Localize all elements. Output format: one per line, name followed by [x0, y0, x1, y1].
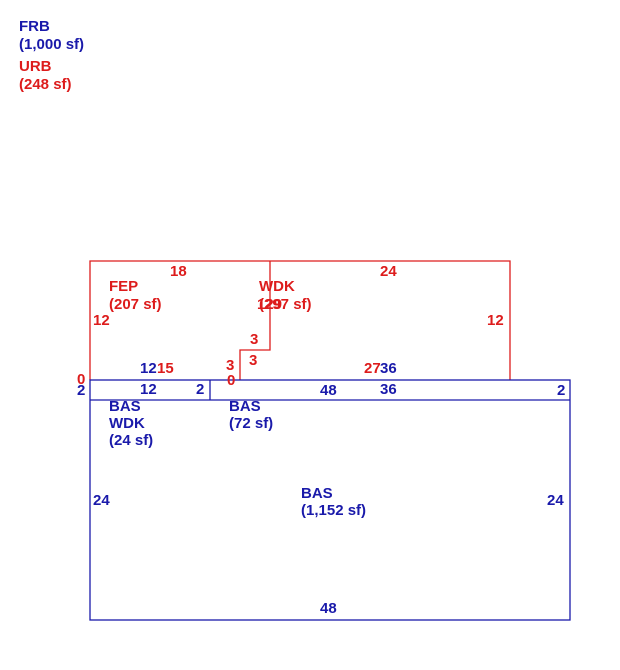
dim-zero-mid: 0	[227, 372, 235, 389]
bas-small-area: (72 sf)	[229, 415, 273, 432]
dim-left-24: 24	[93, 492, 110, 509]
legend-urb-area: (248 sf)	[19, 76, 72, 93]
dim-wdk-top: 24	[380, 263, 397, 280]
dim-strip-36: 36	[380, 381, 397, 398]
dim-right-24: 24	[547, 492, 564, 509]
fep-area: (207 sf)	[109, 296, 162, 313]
legend-urb-code: URB	[19, 58, 52, 75]
dim-wdk-right: 12	[487, 312, 504, 329]
dim-step-right: 3	[249, 352, 257, 369]
dim-strip-12: 12	[140, 381, 157, 398]
bas-wdk-code: BAS	[109, 398, 141, 415]
bas-wdk-code2: WDK	[109, 415, 145, 432]
bas-main-code: BAS	[301, 485, 333, 502]
dim-wdk-bottom: 27	[364, 360, 381, 377]
dim-right-2: 2	[557, 382, 565, 399]
bas-wdk-area: (24 sf)	[109, 432, 153, 449]
dim-fep-bottom: 15	[157, 360, 174, 377]
wdk-code: WDK	[259, 278, 295, 295]
bas-main-area: (1,152 sf)	[301, 502, 366, 519]
dim-top-12: 12	[140, 360, 157, 377]
dim-fep-top: 18	[170, 263, 187, 280]
bas-main-outline	[89, 379, 571, 621]
wdk-overlap-dimension: 129	[257, 296, 282, 313]
dim-bottom-48: 48	[320, 600, 337, 617]
legend-frb-code: FRB	[19, 18, 50, 35]
fep-code: FEP	[109, 278, 138, 295]
porch-deck-outline	[89, 260, 511, 380]
legend-frb-area: (1,000 sf)	[19, 36, 84, 53]
dim-strip-2: 2	[196, 381, 204, 398]
dim-step-left: 3	[226, 357, 234, 374]
dim-top-48: 48	[320, 382, 337, 399]
dim-step-vertical: 3	[250, 331, 258, 348]
dim-top-36: 36	[380, 360, 397, 377]
dim-fep-left: 12	[93, 312, 110, 329]
dim-zero-left: 0	[77, 371, 85, 388]
wdk-area: (297 sf)	[259, 296, 312, 313]
fep-wdk-divider	[239, 261, 271, 380]
bas-small-code: BAS	[229, 398, 261, 415]
dim-left-2: 2	[77, 382, 85, 399]
